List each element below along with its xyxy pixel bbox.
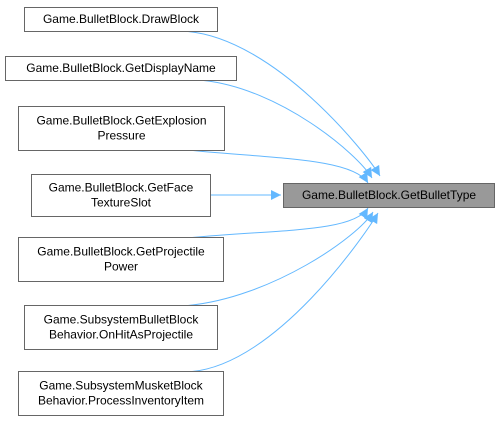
edge-getexplosionpressure-to-target: [193, 150, 369, 184]
caller-node-drawblock[interactable]: Game.BulletBlock.DrawBlock: [24, 7, 218, 32]
caller-node-onhitasprojectile-label-line-1: Game.SubsystemBulletBlock: [44, 313, 200, 327]
edge-drawblock-to-target: [188, 31, 381, 177]
caller-node-getdisplayname[interactable]: Game.BulletBlock.GetDisplayName: [5, 56, 237, 81]
caller-node-getfacetextureslot-label-line-1: Game.BulletBlock.GetFace: [49, 181, 194, 195]
edge-getprojectilepower-to-target: [192, 207, 369, 238]
caller-node-processinventoryitem-box[interactable]: [18, 371, 224, 416]
caller-node-getdisplayname-label-line-1: Game.BulletBlock.GetDisplayName: [26, 61, 216, 75]
target-node-getbullettype[interactable]: Game.BulletBlock.GetBulletType: [283, 183, 495, 208]
caller-node-drawblock-box[interactable]: [24, 7, 218, 32]
caller-node-getexplosionpressure-label-line-1: Game.BulletBlock.GetExplosion: [36, 114, 206, 128]
edges-layer: [188, 31, 381, 372]
caller-node-getexplosionpressure-label-line-2: Pressure: [97, 129, 145, 143]
caller-node-getprojectilepower-label-line-2: Power: [104, 260, 138, 274]
caller-node-onhitasprojectile-box[interactable]: [24, 305, 218, 350]
target-node-getbullettype-label-line-1: Game.BulletBlock.GetBulletType: [302, 188, 476, 202]
caller-node-getprojectilepower-label-line-1: Game.BulletBlock.GetProjectile: [37, 245, 205, 259]
nodes-layer: Game.BulletBlock.DrawBlockGame.BulletBlo…: [5, 7, 495, 416]
caller-node-drawblock-label-line-1: Game.BulletBlock.DrawBlock: [43, 12, 200, 26]
caller-node-getexplosionpressure-box[interactable]: [18, 106, 225, 151]
caller-node-getfacetextureslot-label-line-2: TextureSlot: [91, 196, 152, 210]
caller-node-processinventoryitem[interactable]: Game.SubsystemMusketBlockBehavior.Proces…: [18, 371, 224, 416]
caller-node-onhitasprojectile[interactable]: Game.SubsystemBulletBlockBehavior.OnHitA…: [24, 305, 218, 350]
caller-node-getfacetextureslot-box[interactable]: [31, 174, 211, 217]
caller-node-getdisplayname-box[interactable]: [5, 56, 237, 81]
caller-node-processinventoryitem-label-line-1: Game.SubsystemMusketBlock: [39, 379, 203, 393]
caller-node-onhitasprojectile-label-line-2: Behavior.OnHitAsProjectile: [49, 328, 193, 342]
caller-node-processinventoryitem-label-line-2: Behavior.ProcessInventoryItem: [38, 394, 204, 408]
target-node-getbullettype-box[interactable]: [283, 183, 495, 208]
edge-processinventoryitem-to-target: [192, 212, 379, 372]
edge-onhitasprojectile-to-target: [188, 211, 374, 306]
edge-getdisplayname-to-target: [203, 80, 373, 179]
caller-node-getprojectilepower-box[interactable]: [18, 237, 224, 282]
